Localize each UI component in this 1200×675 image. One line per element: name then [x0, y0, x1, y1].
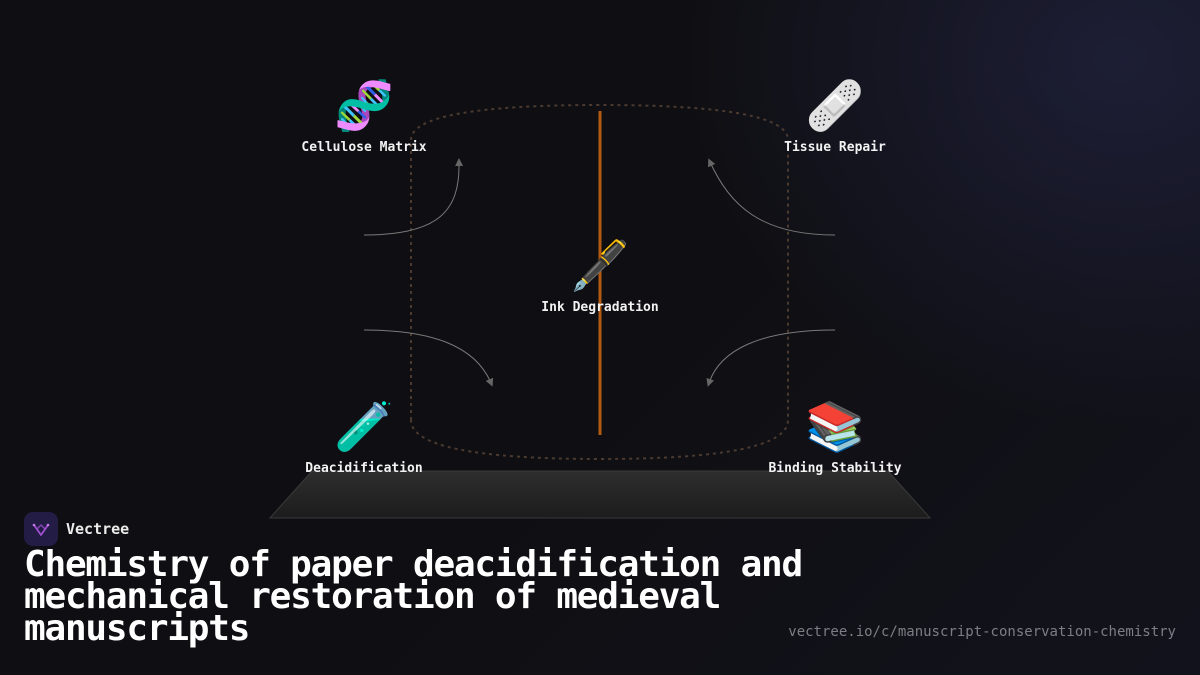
node-label: Deacidification: [305, 461, 423, 476]
brand-name: Vectree: [66, 520, 130, 538]
node-binding-stability[interactable]: 📚 Binding Stability: [745, 399, 925, 476]
fountain-pen-icon: 🖋️: [570, 238, 630, 294]
bandage-icon: 🩹: [805, 78, 865, 134]
source-url[interactable]: vectree.io/c/manuscript-conservation-che…: [788, 624, 1176, 640]
node-deacidification[interactable]: 🧪 Deacidification: [274, 399, 454, 476]
concept-diagram: 🧬 Cellulose Matrix 🩹 Tissue Repair 🖋️ In…: [268, 78, 932, 519]
node-label: Binding Stability: [768, 461, 902, 476]
node-cellulose-matrix[interactable]: 🧬 Cellulose Matrix: [274, 78, 454, 155]
node-ink-degradation[interactable]: 🖋️ Ink Degradation: [510, 238, 690, 315]
brand[interactable]: Vectree: [24, 512, 129, 546]
connector-cellulose: [363, 158, 464, 236]
node-label: Ink Degradation: [541, 300, 659, 315]
books-icon: 📚: [805, 399, 865, 455]
connector-tissue: [708, 158, 836, 236]
dna-icon: 🧬: [334, 78, 394, 134]
node-tissue-repair[interactable]: 🩹 Tissue Repair: [745, 78, 925, 155]
test-tube-icon: 🧪: [334, 399, 394, 455]
diagram-canvas: [268, 103, 932, 519]
connector-binding: [706, 329, 836, 387]
node-label: Cellulose Matrix: [301, 140, 427, 155]
page-title: Chemistry of paper deacidification and m…: [24, 544, 803, 649]
connector-deacidification: [363, 329, 494, 387]
vectree-logo-icon: [24, 512, 58, 546]
base-platform: [268, 470, 932, 519]
node-label: Tissue Repair: [784, 140, 886, 155]
